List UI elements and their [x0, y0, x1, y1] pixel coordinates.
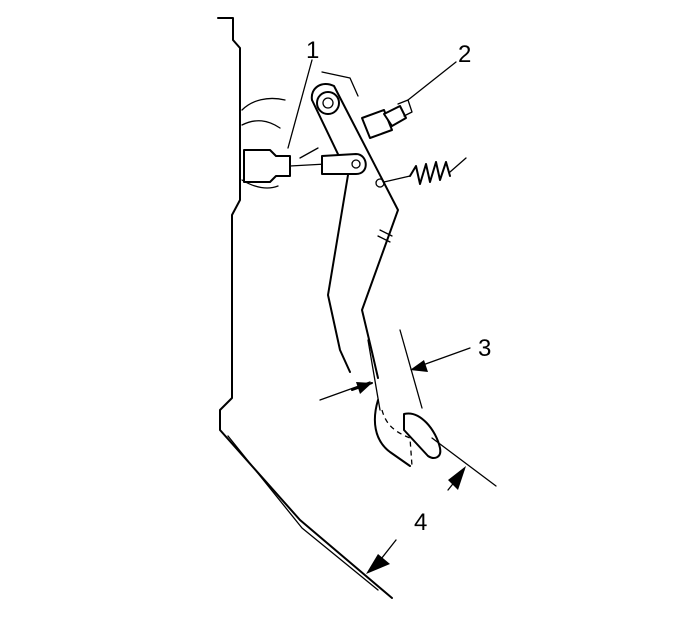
callout-3: 3: [478, 335, 491, 362]
leader-1: [287, 59, 313, 149]
return-spring: [375, 157, 467, 188]
pedal-height-dimension: [319, 329, 471, 411]
pedal-pad: [373, 399, 442, 467]
stop-lamp-switch: [361, 99, 413, 139]
firewall-panel: [217, 17, 393, 599]
callout-1: 1: [306, 37, 319, 64]
callout-2: 2: [458, 41, 471, 68]
pedal-travel-dimension: [366, 437, 497, 574]
brake-pedal-arm: [310, 71, 399, 379]
callout-4: 4: [414, 509, 427, 536]
pushrod: [243, 147, 367, 183]
leader-2: [407, 61, 457, 101]
